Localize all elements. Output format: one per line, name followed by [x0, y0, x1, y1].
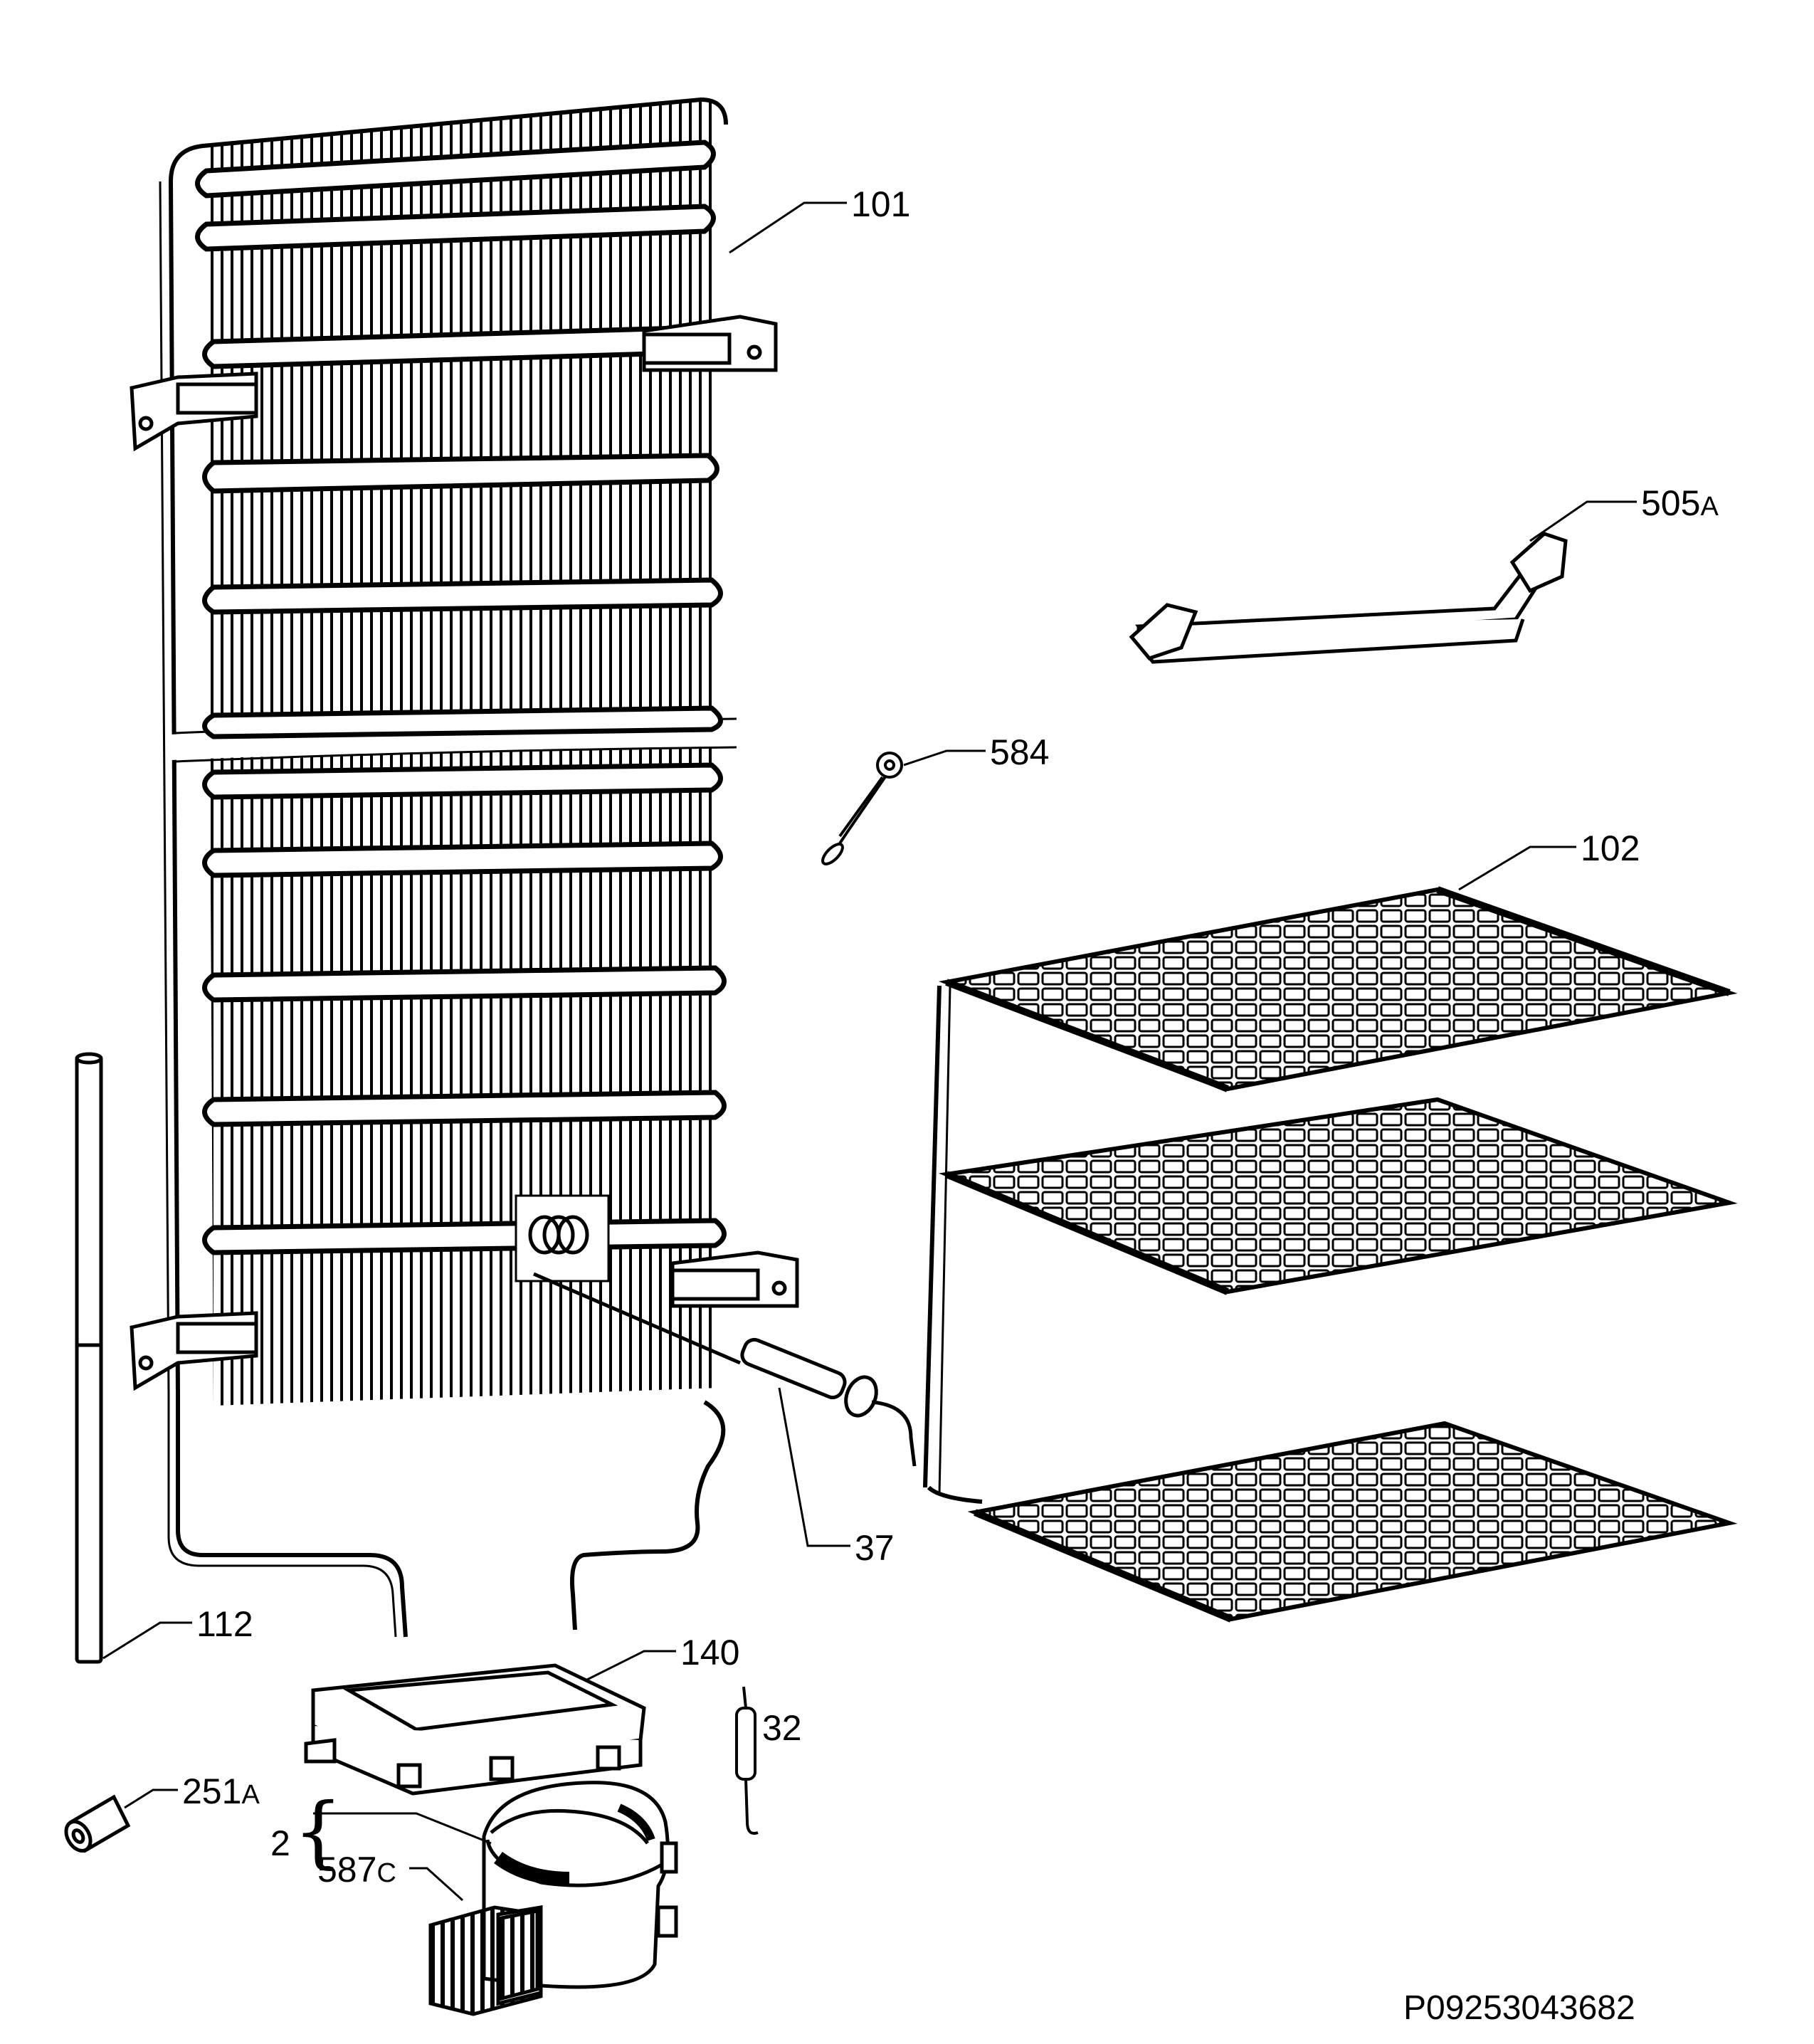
- callout-2-number: 2: [270, 1823, 290, 1863]
- callout-102-number: 102: [1581, 828, 1640, 868]
- callout-251a: 251A: [182, 1774, 260, 1809]
- bracket-505a: [1129, 532, 1568, 664]
- filter-drier-37: [533, 1272, 917, 1467]
- callout-102: 102: [1581, 831, 1640, 866]
- callout-101-number: 101: [851, 184, 911, 224]
- leader-101: [729, 201, 847, 254]
- heat-sink-587c: [428, 1905, 543, 2016]
- callout-587c-number: 587: [317, 1850, 377, 1890]
- callout-587c-suffix: C: [376, 1858, 396, 1888]
- callout-101: 101: [851, 186, 910, 222]
- callout-505a-number: 505: [1641, 483, 1701, 523]
- callout-37: 37: [855, 1530, 895, 1566]
- callout-32: 32: [762, 1710, 802, 1746]
- document-id: P09253043682: [1403, 1989, 1635, 2027]
- evaporator-102: [923, 886, 1738, 1623]
- leader-584: [903, 749, 986, 766]
- callout-251a-number: 251: [182, 1771, 242, 1811]
- callout-584: 584: [990, 734, 1049, 770]
- tube-112: [75, 1052, 103, 1664]
- callout-251a-suffix: A: [241, 1780, 260, 1810]
- capillary-part-32: [735, 1686, 759, 1835]
- leader-251: [124, 1788, 178, 1809]
- callout-505a-suffix: A: [1700, 492, 1719, 522]
- compressor-tray-140: [304, 1663, 646, 1796]
- leader-505: [1529, 500, 1637, 542]
- callout-2: 2: [270, 1826, 290, 1861]
- leader-140: [586, 1650, 676, 1681]
- callout-505a: 505A: [1641, 485, 1719, 521]
- callout-587c: 587C: [317, 1852, 396, 1887]
- group-brace: {: [293, 1786, 343, 1877]
- leader-587: [409, 1867, 464, 1902]
- sensor-584: [821, 752, 903, 866]
- callout-140: 140: [680, 1635, 739, 1670]
- callout-37-number: 37: [855, 1528, 895, 1568]
- callout-112: 112: [196, 1606, 253, 1642]
- condenser-101: [130, 97, 799, 1638]
- leader-37: [778, 1387, 850, 1547]
- sleeve-251a: [64, 1794, 131, 1853]
- callout-140-number: 140: [680, 1633, 740, 1672]
- callout-584-number: 584: [990, 732, 1050, 772]
- leader-2: [313, 1812, 492, 1845]
- callout-112-number: 112: [196, 1604, 253, 1644]
- leader-112: [102, 1621, 192, 1660]
- leader-102: [1458, 845, 1576, 891]
- callout-32-number: 32: [762, 1708, 802, 1748]
